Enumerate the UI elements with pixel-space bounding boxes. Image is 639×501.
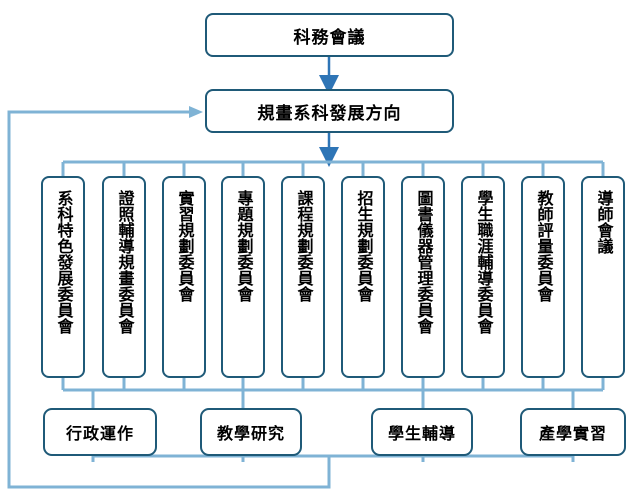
committee-box: 課程規劃委員會	[281, 176, 325, 378]
committee-label: 教師評量委員會	[534, 190, 554, 302]
committee-label: 招生規劃委員會	[354, 190, 374, 302]
committee-box: 專題規劃委員會	[221, 176, 265, 378]
committee-label: 課程規劃委員會	[294, 190, 314, 302]
committee-label: 學生職涯輔導委員會	[474, 190, 494, 334]
committee-label: 導師會議	[594, 190, 614, 254]
outcome-label: 行政運作	[65, 424, 134, 443]
meeting-box: 科務會議	[205, 13, 454, 57]
direction-label: 規畫系科發展方向	[257, 103, 402, 124]
committee-box: 導師會議	[581, 176, 625, 378]
committee-label: 專題規劃委員會	[234, 190, 254, 302]
committee-box: 系科特色發展委員會	[41, 176, 85, 378]
outcome-box: 行政運作	[43, 408, 157, 456]
outcome-label: 教學研究	[216, 424, 285, 443]
committee-box: 圖書儀器管理委員會	[401, 176, 445, 378]
committee-label: 證照輔導規畫委員會	[115, 190, 135, 334]
committee-box: 教師評量委員會	[521, 176, 565, 378]
committee-label: 圖書儀器管理委員會	[414, 190, 434, 334]
meeting-label: 科務會議	[293, 27, 366, 48]
committee-label: 實習規劃委員會	[175, 190, 195, 302]
outcome-box: 產學實習	[520, 408, 626, 456]
committee-label: 系科特色發展委員會	[54, 190, 74, 334]
feedback-loop-line	[7, 110, 331, 489]
committee-box: 招生規劃委員會	[341, 176, 385, 378]
outcome-label: 產學實習	[538, 424, 607, 443]
outcome-box: 學生輔導	[371, 408, 473, 456]
committee-box: 證照輔導規畫委員會	[102, 176, 146, 378]
committee-box: 學生職涯輔導委員會	[461, 176, 505, 378]
outcome-label: 學生輔導	[387, 424, 456, 443]
committee-box: 實習規劃委員會	[162, 176, 206, 378]
feedback-arrowhead	[189, 106, 203, 118]
direction-box: 規畫系科發展方向	[205, 89, 454, 133]
outcome-box: 教學研究	[200, 408, 302, 456]
